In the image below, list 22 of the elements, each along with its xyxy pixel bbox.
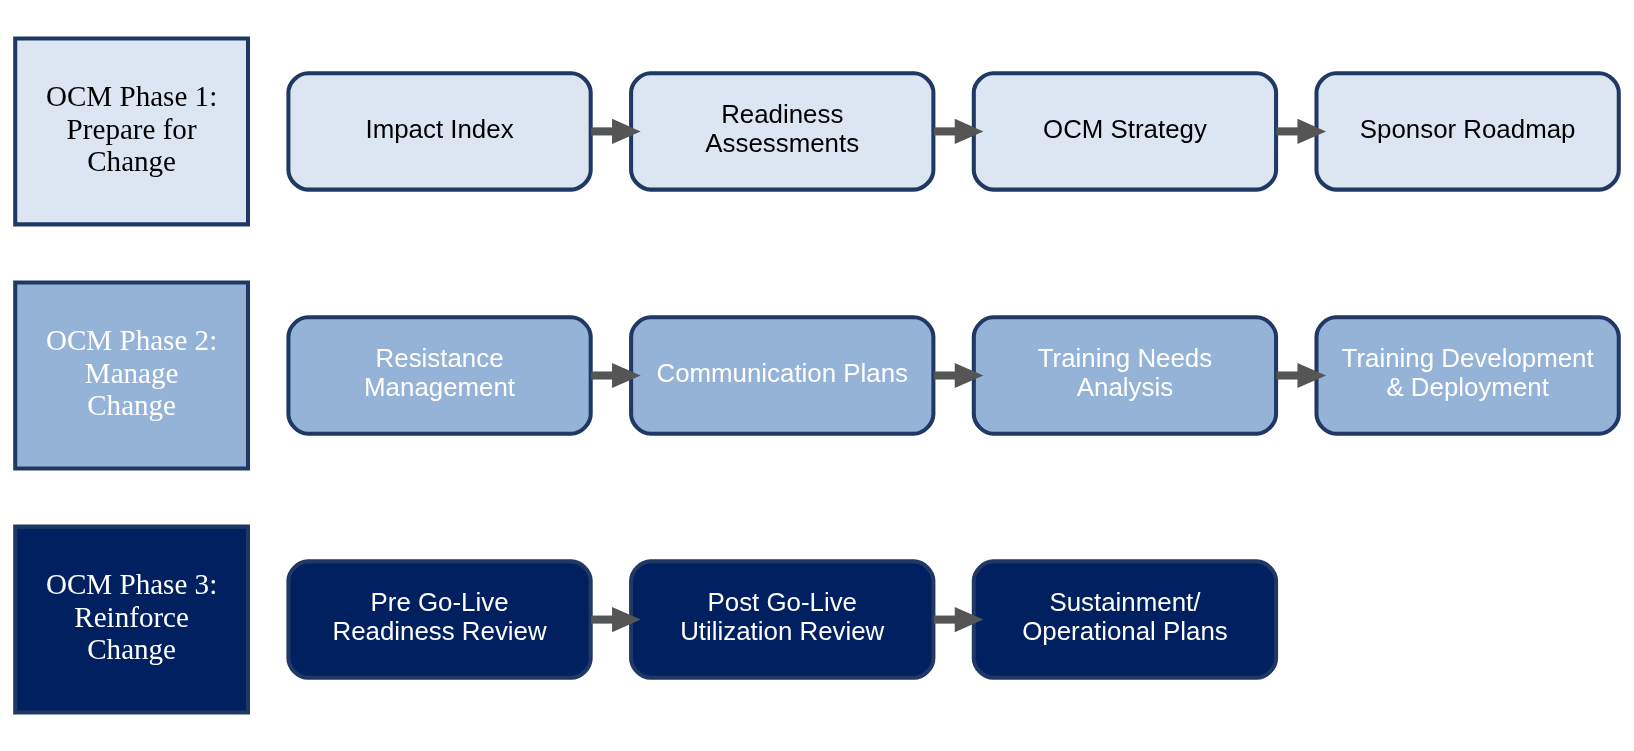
arrow (933, 362, 984, 389)
node-box: Sponsor Roadmap (1314, 71, 1621, 192)
node-box: Pre Go-Live Readiness Review (286, 559, 593, 680)
node-box: OCM Phase 1: Prepare for Change (13, 36, 250, 227)
arrow (591, 118, 641, 144)
node-box: OCM Phase 3: Reinforce Change (13, 524, 250, 715)
arrow (591, 362, 641, 389)
arrow (1276, 118, 1327, 144)
arrow (591, 607, 641, 633)
arrow (933, 118, 984, 144)
arrow (933, 607, 984, 633)
node-box: Readiness Assessments (629, 71, 936, 192)
node-box: Training Needs Analysis (971, 315, 1279, 436)
arrow (1276, 362, 1327, 389)
node-box: OCM Strategy (971, 71, 1279, 192)
node-box: Post Go-Live Utilization Review (629, 559, 936, 680)
node-box: Communication Plans (629, 315, 936, 436)
node-box: Resistance Management (286, 315, 593, 436)
node-box: Training Development & Deployment (1314, 315, 1621, 436)
node-box: Impact Index (286, 71, 593, 192)
node-box: Sustainment/ Operational Plans (971, 559, 1279, 680)
node-box: OCM Phase 2: Manage Change (13, 280, 250, 471)
